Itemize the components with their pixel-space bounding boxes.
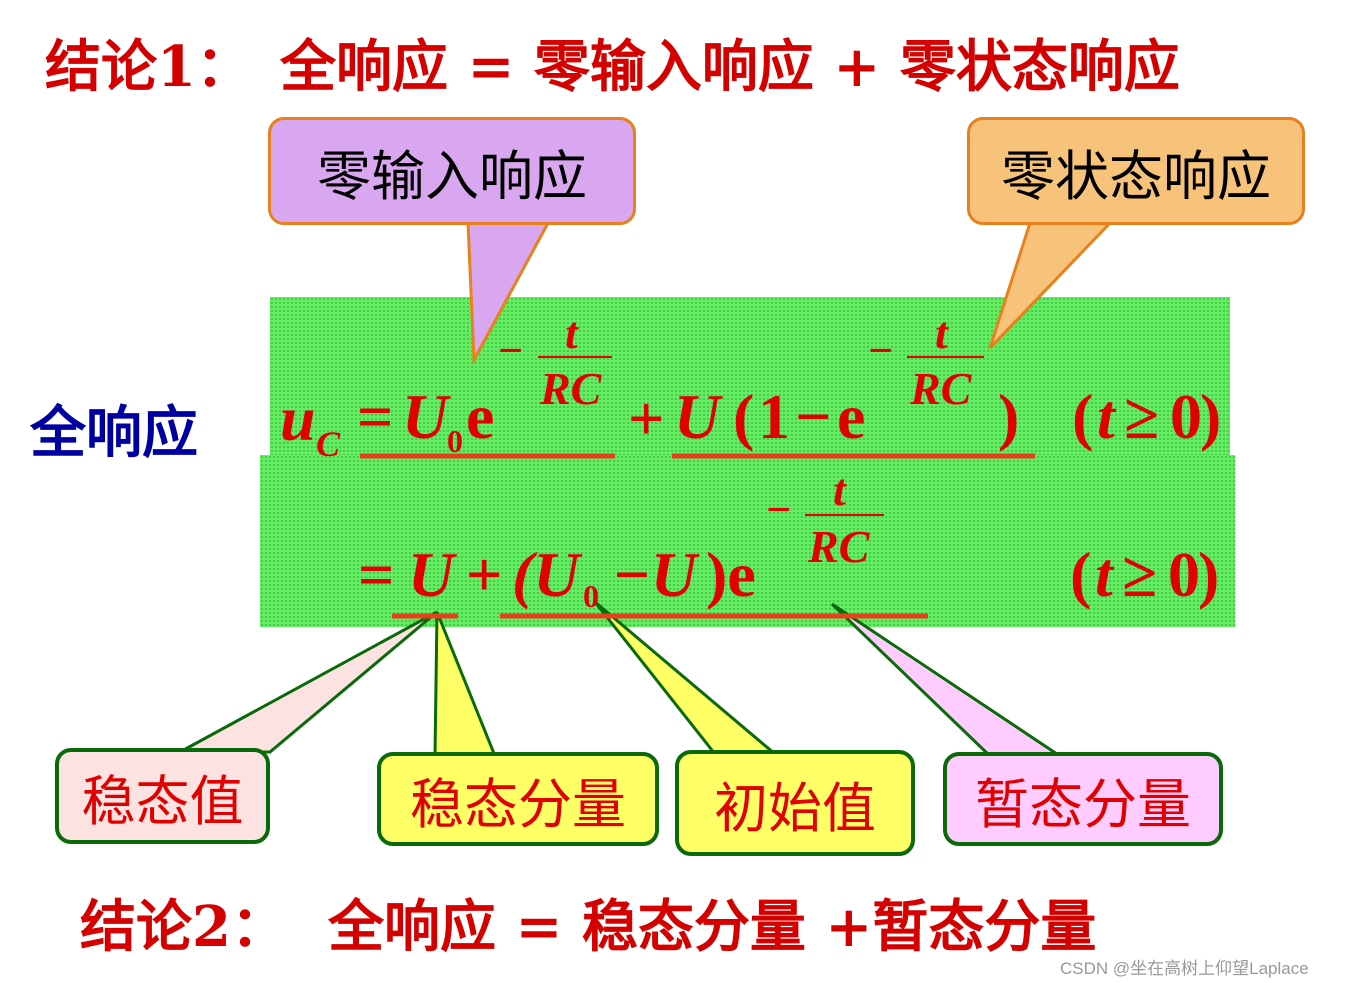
formula1-exp-t-2: t [935,307,948,358]
zero-state-callout: 零状态响应 [967,117,1305,225]
formula2-equals: = [358,539,395,610]
formula2-minus-U: −U [612,539,697,610]
formula1-paren-open: ( [733,381,755,452]
formula1-condition-open: ( [1072,381,1094,452]
formula1-one: 1 [758,381,790,452]
initial-value-pointer [593,600,780,756]
formula1-U-2: U [674,381,721,452]
formula2-condition-zero: 0 [1168,539,1200,610]
formula1-subscript-0: 0 [447,423,463,459]
steady-component-label: 稳态分量 [377,752,659,846]
conclusion1-equation: 全响应 = 零输入响应 + 零状态响应 [280,34,1180,100]
transient-component-label: 暂态分量 [943,752,1223,846]
formula2-paren-close-e: )e [706,539,756,610]
formula-panel-bottom [260,455,1235,627]
formula1-e: e [466,381,495,452]
steady-value-label: 稳态值 [55,748,270,844]
zero-state-callout-tail [988,221,1114,350]
formula2-condition-t: t [1095,539,1113,610]
formula2-condition-open: ( [1070,539,1092,610]
conclusion2-label: 结论2： [80,894,287,960]
formula2-U: U [408,539,455,610]
steady-component-pointer [433,611,498,758]
formula1-exp-RC-2: RC [910,363,972,414]
formula2-paren-U0: (U [512,539,580,610]
formula1-condition-t: t [1097,381,1115,452]
formula2-exp-t: t [833,464,846,515]
formula1-condition-ge: ≥ [1124,381,1160,452]
formula1-u: u [280,383,316,454]
formula2-subscript-0: 0 [583,578,599,614]
formula1-e-2: e [837,381,866,452]
formula1-subscript-c: C [316,424,341,464]
formula1-equals: = [357,381,394,452]
formula-panel-top [270,297,1230,460]
formula2-exp-minus: − [766,485,792,534]
watermark: CSDN @坐在高树上仰望Laplace [1060,959,1309,978]
full-response-label: 全响应 [30,400,198,466]
formula1-exp-minus: − [498,326,524,375]
transient-component-pointer [830,602,1065,758]
steady-value-pointer [179,610,438,754]
formula1-exp-RC: RC [540,363,602,414]
formula1-U: U [402,381,449,452]
formula1-condition-zero: 0 [1170,381,1202,452]
conclusion2-equation: 全响应 = 稳态分量 +暂态分量 [328,894,1097,960]
formula1-condition-close: ) [1200,381,1222,452]
conclusion1-label: 结论1： [45,34,252,100]
formula1-exp-t: t [565,307,578,358]
formula1-plus: + [628,383,665,454]
formula2-condition-close: ) [1198,539,1220,610]
formula2-condition-ge: ≥ [1122,539,1158,610]
formula2-plus: + [466,539,503,610]
formula1-paren-close: ) [998,381,1020,452]
formula2-exp-RC: RC [808,521,870,572]
formula1-minus: − [795,381,832,452]
formula1-exp-minus-2: − [868,326,894,375]
zero-input-callout: 零输入响应 [268,117,636,225]
initial-value-label: 初始值 [675,750,915,856]
